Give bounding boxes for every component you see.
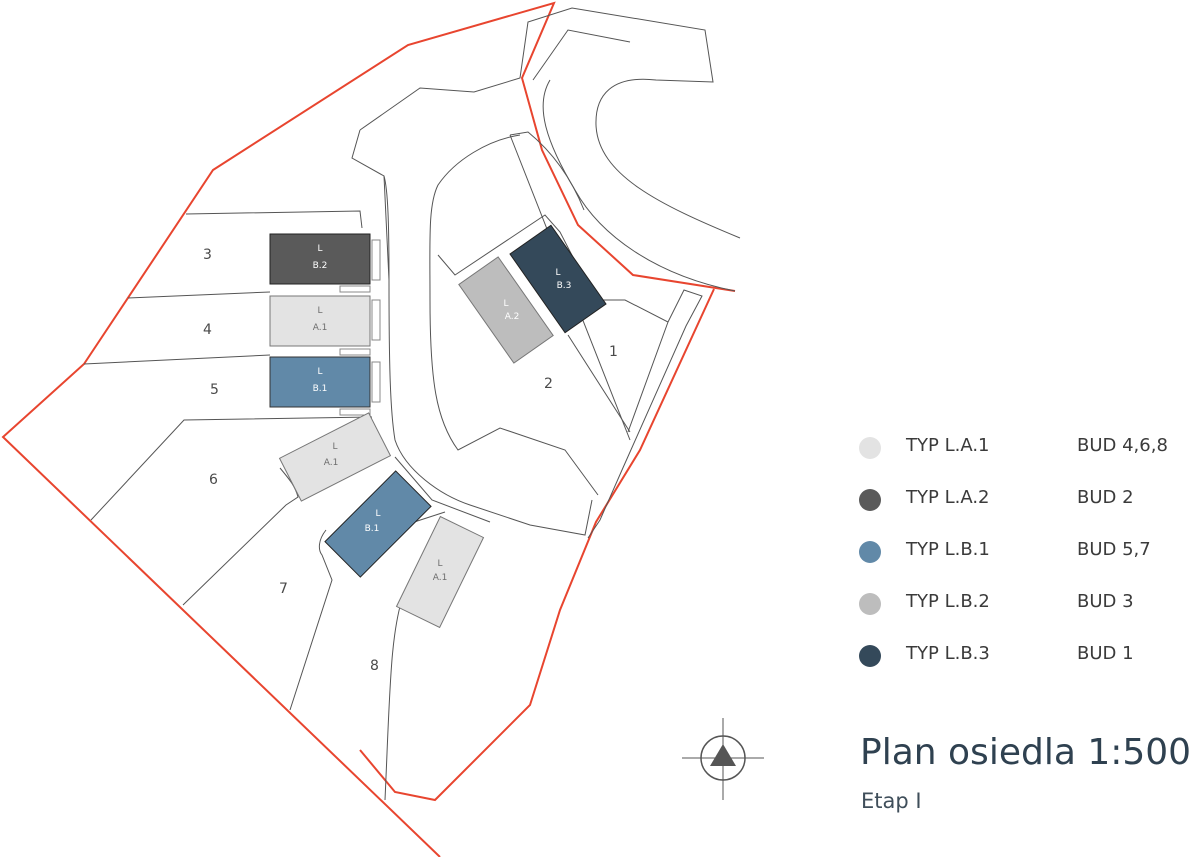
site-boundary [1, 1, 736, 857]
svg-text:B.3: B.3 [557, 281, 572, 291]
svg-text:L: L [332, 442, 337, 452]
building-a1-plot4[interactable]: L A.1 [269, 295, 371, 347]
legend-row: TYP L.A.1 BUD 4,6,8 [858, 433, 1178, 485]
legend-row: TYP L.A.2 BUD 2 [858, 485, 1178, 537]
road-outlines [83, 7, 741, 801]
svg-text:L: L [555, 268, 560, 278]
svg-text:L: L [317, 306, 322, 316]
svg-text:A.1: A.1 [433, 573, 448, 583]
legend-type: TYP L.B.1 [906, 539, 990, 560]
legend-building: BUD 1 [1077, 643, 1134, 664]
legend-type: TYP L.A.1 [906, 435, 990, 456]
legend-swatch [859, 489, 881, 511]
svg-text:A.2: A.2 [505, 312, 520, 322]
building-a2[interactable]: L A.2 [458, 256, 554, 364]
plot-number: 7 [279, 581, 288, 597]
terrace-markers [339, 239, 381, 416]
legend-building: BUD 5,7 [1077, 539, 1151, 560]
svg-text:L: L [317, 244, 322, 254]
legend-building: BUD 2 [1077, 487, 1134, 508]
legend-swatch [859, 541, 881, 563]
svg-text:L: L [375, 509, 380, 519]
plot-number: 3 [203, 247, 212, 263]
legend-swatch [859, 437, 881, 459]
svg-text:B.1: B.1 [313, 384, 328, 394]
legend-building: BUD 4,6,8 [1077, 435, 1168, 456]
legend-type: TYP L.B.3 [906, 643, 990, 664]
svg-text:L: L [503, 299, 508, 309]
plot-number: 6 [209, 472, 218, 488]
plot-number: 2 [544, 376, 553, 392]
building-a1-plot8[interactable]: L A.1 [395, 515, 485, 629]
building-b1-plot7[interactable]: L B.1 [324, 470, 432, 578]
svg-text:A.1: A.1 [313, 323, 328, 333]
svg-text:B.2: B.2 [313, 261, 328, 271]
legend-type: TYP L.A.2 [906, 487, 990, 508]
legend-swatch [859, 593, 881, 615]
legend: TYP L.A.1 BUD 4,6,8 TYP L.A.2 BUD 2 TYP … [858, 433, 1178, 693]
legend-row: TYP L.B.2 BUD 3 [858, 589, 1178, 641]
page-title: Plan osiedla 1:500 [860, 732, 1192, 773]
plot-number: 8 [370, 658, 379, 674]
buildings: L B.3 L A.2 L B.2 L A.1 L B.1 L A.1 [269, 224, 607, 629]
svg-text:B.1: B.1 [365, 524, 380, 534]
plot-number: 4 [203, 322, 212, 338]
building-a1-plot6[interactable]: L A.1 [278, 412, 392, 502]
building-b2[interactable]: L B.2 [269, 233, 371, 285]
plot-number: 5 [210, 382, 219, 398]
page-subtitle: Etap I [861, 789, 922, 813]
plot-numbers: 1 2 3 4 5 6 7 8 [203, 247, 618, 674]
legend-swatch [859, 645, 881, 667]
legend-type: TYP L.B.2 [906, 591, 990, 612]
building-b1-plot5[interactable]: L B.1 [269, 356, 371, 408]
legend-row: TYP L.B.1 BUD 5,7 [858, 537, 1178, 589]
svg-text:L: L [437, 559, 442, 569]
legend-building: BUD 3 [1077, 591, 1134, 612]
plot-number: 1 [609, 344, 618, 360]
svg-text:A.1: A.1 [324, 458, 339, 468]
north-arrow-icon [682, 718, 764, 800]
building-b3[interactable]: L B.3 [509, 224, 607, 334]
svg-text:L: L [317, 367, 322, 377]
legend-row: TYP L.B.3 BUD 1 [858, 641, 1178, 693]
